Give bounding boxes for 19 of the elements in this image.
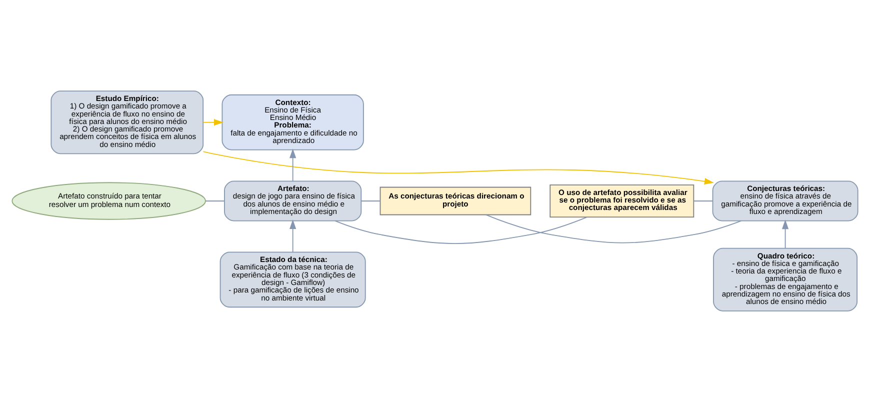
connector bbox=[486, 214, 742, 243]
connector bbox=[205, 200, 225, 201]
node-box: Contexto: Ensino de Física Ensino Médio Problema: falta de engajamento e dificuldade no aprendizado bbox=[222, 94, 364, 150]
node-box: As conjecturas teóricas direcionam o projeto bbox=[380, 186, 532, 215]
node-box: Quadro teórico: - ensino de física e gamificação - teoria da experiencia de fluxo e gamificação - problemas de engajamento e aprendizagem no ensino de física dos alunos de ensino médio bbox=[713, 247, 858, 311]
node-ellipse: Artefato construído para tentar resolver um problema num contexto bbox=[12, 182, 206, 220]
arrow bbox=[290, 148, 296, 181]
connector bbox=[334, 216, 588, 244]
arrow bbox=[290, 219, 296, 252]
node-box: Artefato: design de jogo para ensino de física dos alunos de ensino médio e implementação do design bbox=[224, 180, 362, 221]
arrow bbox=[202, 150, 714, 184]
node-box: Conjecturas teóricas: ensino de física através de gamificação promove a experiência de fluxo e aprendizagem bbox=[712, 180, 858, 221]
arrow bbox=[202, 118, 224, 126]
arrow bbox=[782, 219, 789, 248]
connector bbox=[360, 200, 381, 201]
node-box: Estudo Empírico: 1) O design gamificado promove a experiência de fluxo no ensino de física para alunos do ensino médio 2) O design gamificado promove aprendem conceitos de física em alunos do ensino médio bbox=[50, 90, 204, 154]
node-box: O uso de artefato possibilita avaliar se o problema foi resolvido e se as conjecturas aparecem válidas bbox=[550, 184, 694, 217]
connector bbox=[693, 200, 714, 201]
node-box: Estado da técnica: Gamificação com base na teoria de experiência de fluxo (3 condições de design - Gamiflow) - para gamificação de lições de ensino no ambiente virtual bbox=[220, 251, 366, 308]
